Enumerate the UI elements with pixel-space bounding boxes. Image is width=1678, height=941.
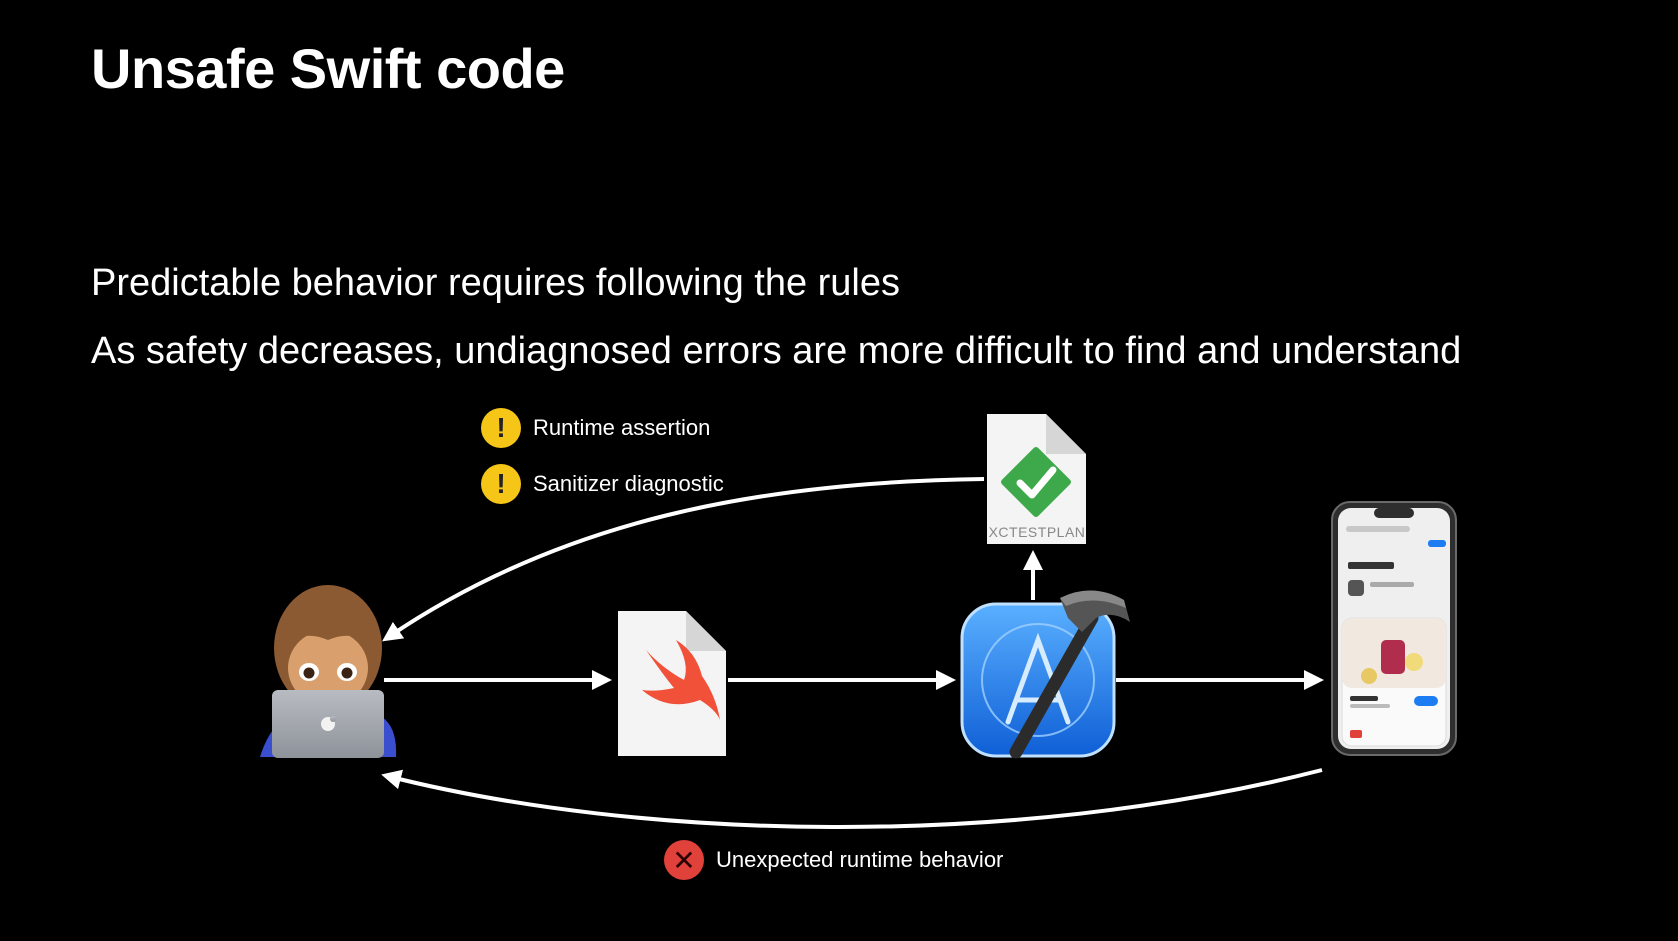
error-x-icon: ✕ — [664, 840, 704, 880]
bullet-safety-decreases: As safety decreases, undiagnosed errors … — [91, 330, 1462, 372]
arrow-device-to-dev — [381, 768, 1323, 829]
xctestplan-caption: XCTESTPLAN — [989, 524, 1086, 540]
runtime-assertion-label: ! Runtime assertion — [481, 408, 710, 448]
warning-icon: ! — [481, 408, 521, 448]
developer-with-laptop-icon — [260, 585, 397, 758]
bullet-predictable-behavior: Predictable behavior requires following … — [91, 262, 901, 304]
xctestplan-file-icon: XCTESTPLAN — [987, 414, 1086, 544]
xcode-icon — [960, 590, 1130, 759]
sanitizer-diagnostic-label: ! Sanitizer diagnostic — [481, 464, 724, 504]
swift-file-icon — [618, 611, 726, 756]
unexpected-runtime-behavior-label: ✕ Unexpected runtime behavior — [664, 840, 1003, 880]
iphone-app-icon — [1331, 501, 1457, 756]
arrow-testplan-to-dev — [382, 477, 985, 642]
warning-icon: ! — [481, 464, 521, 504]
slide-title: Unsafe Swift code — [91, 37, 565, 100]
